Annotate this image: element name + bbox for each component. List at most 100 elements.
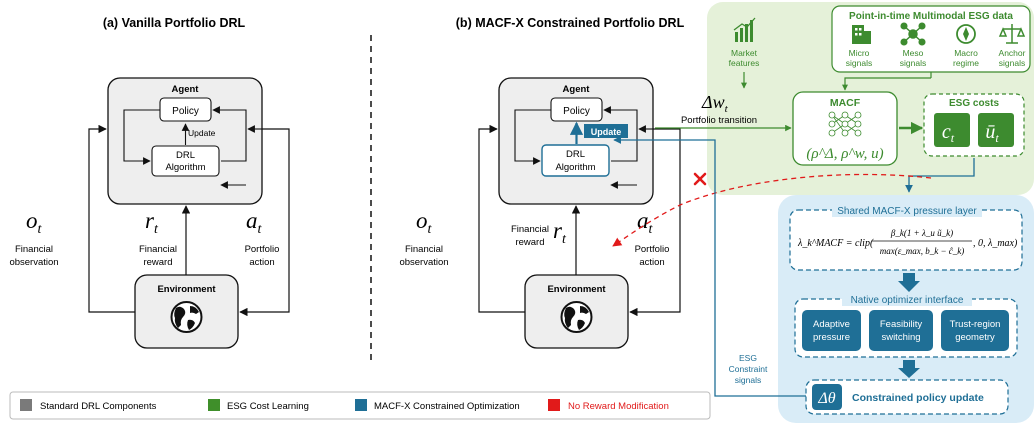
costs-to-pressure-arrow xyxy=(905,158,975,193)
panel-a-update-label: Update xyxy=(188,128,216,138)
feasibility-line1: Feasibility xyxy=(880,319,922,330)
panel-b-reward-line1: Financial xyxy=(511,224,549,235)
panel-b-observation-arrow xyxy=(478,124,525,313)
panel-a-obs-symbol: ot xyxy=(26,208,43,237)
building-icon xyxy=(852,25,871,44)
delta-w-symbol: Δwt xyxy=(701,92,729,115)
panel-b-action-line1: Portfolio xyxy=(635,244,670,255)
formula-numerator: β_k(1 + λ_u ũ_k) xyxy=(890,228,953,238)
globe-icon xyxy=(560,301,593,333)
market-features-icon xyxy=(733,17,756,42)
panel-b-drl-line1: DRL xyxy=(566,149,585,160)
panel-a-action-symbol: at xyxy=(246,208,263,237)
macf-box xyxy=(792,91,898,166)
trust-region-box xyxy=(941,310,1009,351)
macf-output: (ρ^Δ, ρ^w, u) xyxy=(806,146,883,162)
esg-costs-title: ESG costs xyxy=(949,98,999,109)
panel-b-reward-line2: reward xyxy=(515,237,544,248)
panel-a-environment-label: Environment xyxy=(157,284,216,295)
cost-u-box xyxy=(978,113,1014,147)
neural-network-icon xyxy=(828,111,862,137)
panel-b-obs-line2: observation xyxy=(399,257,448,268)
legend-item: ESG Cost Learning xyxy=(208,399,309,412)
panel-b-reward-symbol: rt xyxy=(553,218,567,247)
esg-data-title: Point-in-time Multimodal ESG data xyxy=(849,11,1013,22)
legend-label-esg: ESG Cost Learning xyxy=(227,401,309,412)
legend-swatch-esg xyxy=(208,399,220,411)
panel-a-reward-line1: Financial xyxy=(139,244,177,255)
anchor-signals-line2: signals xyxy=(999,58,1025,68)
panel-b-drl-line2: Algorithm xyxy=(555,162,595,173)
micro-signals-line1: Micro xyxy=(849,48,870,58)
panel-a-action-arrow xyxy=(239,128,290,317)
panel-a-title: (a) Vanilla Portfolio DRL xyxy=(103,16,246,30)
trust-line1: Trust-region xyxy=(950,319,1001,330)
panel-b-update-box xyxy=(584,124,628,138)
pressure-title-bg xyxy=(832,203,982,217)
network-icon xyxy=(900,22,926,46)
macro-regime-line2: regime xyxy=(953,58,979,68)
cost-u-symbol: ūt xyxy=(985,121,999,145)
legend-swatch-no-reward xyxy=(548,399,560,411)
panel-b-agent-label: Agent xyxy=(563,84,591,95)
constraint-signals-line3: signals xyxy=(735,375,761,385)
panel-a-action-line2: action xyxy=(249,257,274,268)
panel-a-drl-line2: Algorithm xyxy=(165,162,205,173)
constrained-update-label: Constrained policy update xyxy=(852,392,984,404)
feasibility-switching-box xyxy=(869,310,933,351)
legend-label-standard: Standard DRL Components xyxy=(40,401,157,412)
cross-icon xyxy=(693,172,707,186)
legend-item: No Reward Modification xyxy=(548,399,669,412)
meso-signals-line1: Meso xyxy=(903,48,924,58)
pressure-to-interface-arrow xyxy=(898,273,920,292)
legend-label-no-reward: No Reward Modification xyxy=(568,401,669,412)
macro-regime-line1: Macro xyxy=(954,48,978,58)
panel-a-loop-right xyxy=(212,106,247,162)
legend-item: MACF-X Constrained Optimization xyxy=(355,399,520,412)
delta-theta-box xyxy=(812,384,842,410)
panel-a-drl-line1: DRL xyxy=(176,150,195,161)
data-to-macf-arrow xyxy=(842,77,931,91)
panel-a-policy-label: Policy xyxy=(172,106,199,117)
panel-b-loop-right xyxy=(603,106,638,162)
panel-b-action-symbol: at xyxy=(637,208,654,237)
portfolio-transition-label: Portfolio transition xyxy=(681,115,757,126)
panel-a-drl-box xyxy=(151,145,220,177)
panel-b-action-line2: action xyxy=(639,257,664,268)
panel-a-loop-left xyxy=(123,109,160,165)
panel-b-update-label: Update xyxy=(591,127,622,137)
panel-b-loop-left xyxy=(514,109,551,165)
cost-c-symbol: ct xyxy=(942,121,955,145)
trust-line2: geometry xyxy=(955,332,995,343)
panel-b-drl-box xyxy=(541,144,610,177)
panel-b-action-arrow xyxy=(629,128,681,317)
scale-icon xyxy=(998,24,1026,44)
market-features-line2: features xyxy=(729,58,760,68)
constraint-signals-line2: Constraint xyxy=(729,364,768,374)
panel-a-reward-symbol: rt xyxy=(145,208,159,237)
legend-swatch-macfx xyxy=(355,399,367,411)
panel-a-observation-arrow xyxy=(88,124,135,313)
adaptive-line2: pressure xyxy=(813,332,850,343)
legend-label-macfx: MACF-X Constrained Optimization xyxy=(374,401,520,412)
panel-a-agent-label: Agent xyxy=(172,84,200,95)
panel-b-policy-label: Policy xyxy=(563,106,590,117)
micro-signals-line2: signals xyxy=(846,58,872,68)
formula-tail: , 0, λ_max) xyxy=(973,238,1018,249)
legend-item: Standard DRL Components xyxy=(20,399,157,412)
panel-a-action-line1: Portfolio xyxy=(245,244,280,255)
panel-a-obs-line2: observation xyxy=(9,257,58,268)
panel-b-title: (b) MACF-X Constrained Portfolio DRL xyxy=(456,16,685,30)
meso-signals-line2: signals xyxy=(900,58,926,68)
adaptive-line1: Adaptive xyxy=(813,319,850,330)
interface-title-bg xyxy=(842,292,972,306)
formula-lhs: λ_k^MACF = clip( xyxy=(797,238,874,249)
cost-c-box xyxy=(934,113,970,147)
adaptive-pressure-box xyxy=(802,310,861,351)
constraint-signals-arrow xyxy=(613,136,806,397)
interface-to-update-arrow xyxy=(898,360,920,378)
panel-b-environment-label: Environment xyxy=(547,284,606,295)
macf-title: MACF xyxy=(830,97,861,109)
